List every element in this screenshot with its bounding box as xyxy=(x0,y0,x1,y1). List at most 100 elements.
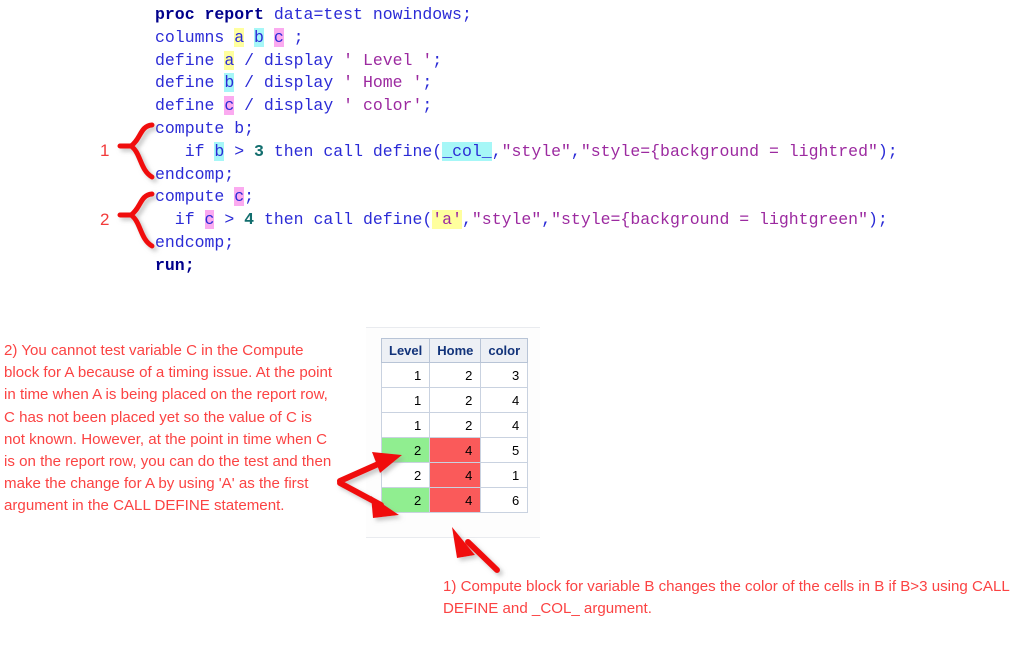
table-cell: 2 xyxy=(380,437,431,463)
code-token: endcomp; xyxy=(155,232,235,252)
code-token: columns xyxy=(155,27,235,47)
code-token xyxy=(244,28,254,47)
code-token: =test nowindows; xyxy=(313,5,472,24)
code-token: endcomp; xyxy=(155,164,235,184)
code-token: compute b; xyxy=(155,118,255,138)
code-line: run; xyxy=(155,255,898,278)
code-token: ; xyxy=(422,96,433,116)
code-token: compute xyxy=(155,187,235,207)
table-cell: 1 xyxy=(380,387,431,413)
code-token: _col_ xyxy=(442,141,492,161)
code-token: , xyxy=(462,210,472,230)
table-cell: 2 xyxy=(429,362,482,388)
table-header-cell: Home xyxy=(429,338,482,363)
code-token: ; xyxy=(283,27,304,47)
table-cell: 2 xyxy=(429,412,482,438)
code-token: define xyxy=(155,73,225,93)
code-token: 3 xyxy=(254,141,264,161)
code-line: define c / display ' color'; xyxy=(155,95,898,118)
table-cell: 1 xyxy=(480,462,529,488)
code-token: ' Home ' xyxy=(343,73,423,93)
annotation-note-2: 2) You cannot test variable C in the Com… xyxy=(4,342,333,515)
code-token: define xyxy=(155,50,225,70)
code-token: , xyxy=(541,210,552,230)
code-line: endcomp; xyxy=(155,164,898,187)
table-header-cell: Level xyxy=(380,338,431,363)
code-token: ; xyxy=(432,50,443,70)
code-token: then call define( xyxy=(263,141,443,161)
code-token: c xyxy=(224,96,235,116)
code-token: 4 xyxy=(244,210,255,230)
code-token: ' color' xyxy=(343,96,423,116)
curly-brace-2-icon xyxy=(117,191,155,249)
code-token: / display xyxy=(234,96,344,116)
code-token: "style={background = lightgreen" xyxy=(551,210,868,230)
code-token xyxy=(264,28,274,47)
table-cell: 2 xyxy=(429,387,482,413)
code-token: if xyxy=(155,210,205,230)
code-line: define a / display ' Level '; xyxy=(155,50,898,73)
code-token: if xyxy=(155,141,215,161)
code-line: proc report data=test nowindows; xyxy=(155,4,898,27)
code-token: , xyxy=(570,141,581,161)
code-token: "style" xyxy=(471,210,542,230)
code-token: c xyxy=(234,187,245,207)
table-cell: 4 xyxy=(429,462,482,488)
code-line: compute b; xyxy=(155,118,898,141)
code-token: define xyxy=(155,96,225,116)
code-token: 'a' xyxy=(432,210,462,230)
table-cell: 1 xyxy=(380,362,431,388)
code-token: b xyxy=(254,27,264,47)
code-token: b xyxy=(224,73,235,93)
brace-label-2: 2 xyxy=(100,210,110,229)
code-line: compute c; xyxy=(155,186,898,209)
table-cell: 4 xyxy=(480,387,529,413)
code-token: / display xyxy=(234,73,344,93)
table-cell: 1 xyxy=(380,412,431,438)
code-token: "style" xyxy=(501,141,571,161)
code-token: c xyxy=(273,27,284,47)
code-token: ' Level ' xyxy=(343,50,433,70)
sas-code-block: proc report data=test nowindows;columns … xyxy=(155,4,898,278)
table-header-cell: color xyxy=(480,338,529,363)
code-token: then call define( xyxy=(254,210,433,230)
code-line: if b > 3 then call define(_col_,"style",… xyxy=(155,141,898,164)
code-token: ); xyxy=(877,141,898,161)
annotation-note-1: 1) Compute block for variable B changes … xyxy=(443,578,1010,618)
code-token: c xyxy=(204,210,215,230)
table-cell: 4 xyxy=(480,412,529,438)
curly-brace-1-icon xyxy=(117,122,155,180)
code-line: endcomp; xyxy=(155,232,898,255)
code-line: if c > 4 then call define('a',"style","s… xyxy=(155,209,898,232)
code-token: "style={background = lightred" xyxy=(580,141,878,161)
code-token: a xyxy=(234,27,245,47)
table-cell: 2 xyxy=(380,462,431,488)
code-token: a xyxy=(224,50,235,70)
code-token: data xyxy=(273,5,314,24)
table-cell: 2 xyxy=(380,487,431,513)
brace-label-1: 1 xyxy=(100,141,110,160)
code-token: > xyxy=(214,210,245,230)
code-token: / display xyxy=(234,50,344,70)
code-token: ; xyxy=(422,73,433,93)
code-token: proc report xyxy=(155,5,274,24)
table-cell: 4 xyxy=(429,437,482,463)
table-cell: 3 xyxy=(480,362,529,388)
code-token: , xyxy=(491,141,502,161)
code-token: > xyxy=(224,141,255,161)
code-token: run; xyxy=(155,255,195,275)
code-token: ; xyxy=(244,187,255,207)
table-cell: 5 xyxy=(480,437,529,463)
code-line: columns a b c ; xyxy=(155,27,898,50)
code-line: define b / display ' Home '; xyxy=(155,72,898,95)
table-cell: 4 xyxy=(429,487,482,513)
